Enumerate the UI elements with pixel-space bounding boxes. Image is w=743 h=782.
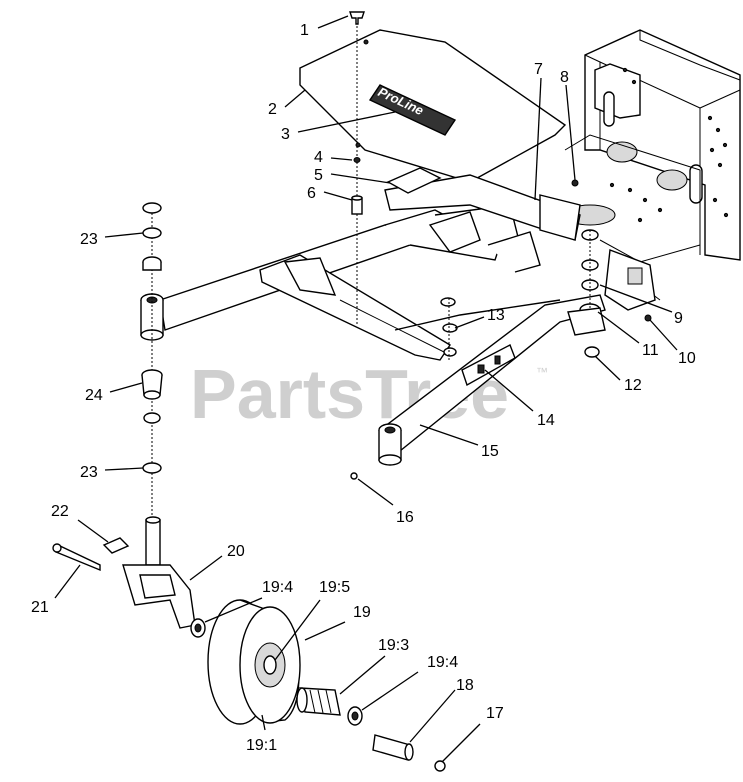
callout-16: 16 xyxy=(396,509,414,526)
caster-fork-20 xyxy=(122,516,196,629)
callout-6: 6 xyxy=(307,185,316,202)
callout-21: 21 xyxy=(31,599,49,616)
washers-23-upper xyxy=(142,202,162,271)
callout-19-1: 19:1 xyxy=(246,737,277,754)
frame-holes xyxy=(609,67,729,223)
main-frame xyxy=(564,29,741,311)
front-axle-frame xyxy=(159,204,606,457)
callout-24: 24 xyxy=(85,387,103,404)
callout-22: 22 xyxy=(51,503,69,520)
hardware-spacer-6 xyxy=(351,195,363,215)
callout-20: 20 xyxy=(227,543,245,560)
callout-19-4-right: 19:4 xyxy=(427,654,458,671)
bushing-24 xyxy=(141,369,163,400)
callout-7: 7 xyxy=(534,61,543,78)
callout-19-3: 19:3 xyxy=(378,637,409,654)
callout-17: 17 xyxy=(486,705,504,722)
callout-11: 11 xyxy=(642,342,659,359)
hardware-stack-13 xyxy=(440,297,458,360)
callout-4: 4 xyxy=(314,149,323,166)
callout-labels: 1 2 3 4 5 6 7 8 9 10 11 12 13 14 15 16 1… xyxy=(31,22,696,754)
hardware-plate-5 xyxy=(386,167,442,194)
callout-1: 1 xyxy=(300,22,309,39)
callout-2: 2 xyxy=(268,101,277,118)
hardware-grease-fitting-16 xyxy=(350,472,358,480)
callout-19-5: 19:5 xyxy=(319,579,350,596)
callout-10: 10 xyxy=(678,350,696,367)
callout-5: 5 xyxy=(314,167,323,184)
hardware-nut-8 xyxy=(571,179,579,187)
hardware-bolt-1 xyxy=(349,11,365,25)
decal-14 xyxy=(461,344,516,387)
callout-14: 14 xyxy=(537,412,555,429)
callout-3: 3 xyxy=(281,126,290,143)
spacer-tube-19-3 xyxy=(296,687,341,716)
callout-19-4-left: 19:4 xyxy=(262,579,293,596)
washers-23-lower xyxy=(142,412,162,474)
wheel-19 xyxy=(207,599,301,725)
right-spindle-tube xyxy=(378,423,402,466)
bearing-19-4-right xyxy=(347,706,363,726)
nut-17 xyxy=(434,760,446,772)
callout-8: 8 xyxy=(560,69,569,86)
bearing-19-4-left xyxy=(190,618,206,638)
callout-23-lower: 23 xyxy=(80,464,98,481)
watermark-trademark: ™ xyxy=(536,365,548,379)
hardware-washer-4 xyxy=(353,157,361,163)
callout-12: 12 xyxy=(624,377,642,394)
pivot-bracket xyxy=(384,174,581,241)
cap-22 xyxy=(102,537,130,554)
leader-lines xyxy=(54,15,678,763)
axle-bolt-21 xyxy=(52,543,101,572)
hardware-bracket-11 xyxy=(567,307,606,336)
shield-plate: ProLine xyxy=(299,29,567,183)
callout-13: 13 xyxy=(487,307,505,324)
callout-15: 15 xyxy=(481,443,499,460)
hardware-bolt-10 xyxy=(644,314,652,322)
hardware-clip-12 xyxy=(584,346,600,358)
callout-9: 9 xyxy=(674,310,683,327)
callout-18: 18 xyxy=(456,677,474,694)
spacer-18 xyxy=(372,734,414,761)
callout-23-upper: 23 xyxy=(80,231,98,248)
callout-19: 19 xyxy=(353,604,371,621)
